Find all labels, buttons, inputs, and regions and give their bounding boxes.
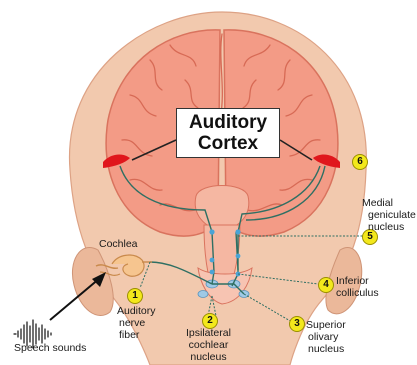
label-auditory-nerve-line-3: fiber — [117, 329, 156, 341]
label-inferior-colliculus-line-1: Inferior — [336, 275, 379, 287]
label-medial-geniculate-line-1: Medial — [362, 197, 416, 209]
label-medial-geniculate-line-3: nucleus — [362, 221, 416, 233]
label-ipsilateral-cochlear-line-2: cochlear — [186, 339, 231, 351]
marker-1: 1 — [127, 288, 143, 304]
marker-4: 4 — [318, 277, 334, 293]
auditory-cortex-title: Auditory Cortex — [176, 108, 280, 158]
label-inferior-colliculus: Inferior colliculus — [336, 275, 379, 299]
label-superior-olivary-line-1: Superior — [306, 319, 346, 331]
label-inferior-colliculus-line-2: colliculus — [336, 287, 379, 299]
label-cochlea: Cochlea — [99, 238, 138, 250]
label-speech-sounds: Speech sounds — [14, 342, 86, 354]
label-auditory-nerve-line-1: Auditory — [117, 305, 156, 317]
marker-6: 6 — [352, 154, 368, 170]
title-line-2: Cortex — [177, 133, 279, 154]
label-ipsilateral-cochlear-line-3: nucleus — [186, 351, 231, 363]
label-superior-olivary-line-3: nucleus — [306, 343, 346, 355]
label-ipsilateral-cochlear-line-1: Ipsilateral — [186, 327, 231, 339]
label-ipsilateral-cochlear: Ipsilateral cochlear nucleus — [186, 327, 231, 363]
label-superior-olivary-line-2: olivary — [306, 331, 346, 343]
label-auditory-nerve-line-2: nerve — [117, 317, 156, 329]
label-auditory-nerve: Auditory nerve fiber — [117, 305, 156, 341]
label-medial-geniculate: Medial geniculate nucleus — [362, 197, 416, 233]
title-line-1: Auditory — [177, 112, 279, 133]
label-superior-olivary: Superior olivary nucleus — [306, 319, 346, 355]
marker-3: 3 — [289, 316, 305, 332]
label-medial-geniculate-line-2: geniculate — [362, 209, 416, 221]
